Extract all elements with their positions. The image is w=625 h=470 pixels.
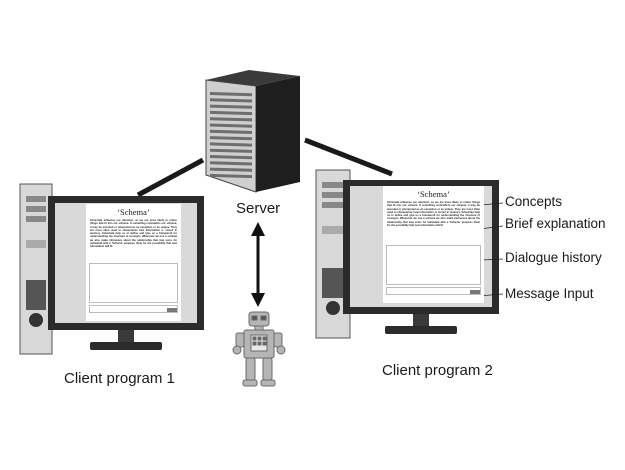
server-label: Server	[236, 200, 281, 217]
server-drive-slot	[210, 123, 252, 128]
callout-concepts: Concepts	[505, 194, 563, 209]
server-drive-slot	[210, 136, 252, 141]
server-drive-slot	[210, 142, 252, 147]
client1-send-button[interactable]	[167, 308, 177, 312]
server-robot-arrow	[251, 222, 265, 307]
server-drive-slot	[210, 173, 252, 179]
server-drive-slot	[210, 129, 252, 134]
client1-label: Client program 1	[64, 370, 175, 387]
server-drive-slot	[210, 104, 252, 109]
server-drive-slot	[210, 148, 252, 153]
server-drive-slot	[210, 110, 252, 116]
server-drive-slot	[210, 161, 252, 166]
client2-dialogue-history	[386, 245, 481, 285]
callout-brief-explanation: Brief explanation	[505, 216, 606, 231]
server-tower-icon	[205, 70, 300, 193]
server-drive-slot	[210, 117, 252, 122]
client1-tower	[19, 183, 53, 355]
callout-message-input: Message Input	[505, 286, 594, 301]
connection-line-client2	[304, 137, 393, 177]
client1-screen-text: Schemata influence our attention, as we …	[90, 219, 177, 249]
server-drive-slot	[210, 155, 252, 160]
client2-screen-document: ‘Schema’ Schemata influence our attentio…	[383, 186, 484, 303]
callout-dialogue-history: Dialogue history	[505, 250, 602, 265]
client2-screen-text: Schemata influence our attention, as we …	[387, 201, 480, 228]
client2-message-input[interactable]	[386, 287, 481, 295]
client1-screen-title: ‘Schema’	[117, 207, 150, 217]
robot-icon	[232, 311, 286, 387]
server-drive-slot	[210, 92, 252, 97]
server-drive-slot	[210, 167, 252, 172]
client1-message-input[interactable]	[89, 305, 178, 313]
client1-screen-document: ‘Schema’ Schemata influence our attentio…	[86, 204, 181, 321]
client2-screen-title: ‘Schema’	[417, 189, 450, 199]
connection-line-client1	[136, 157, 205, 198]
server-drive-slot	[210, 98, 252, 103]
client2-label: Client program 2	[382, 362, 493, 379]
client1-dialogue-history	[89, 263, 178, 303]
client2-send-button[interactable]	[470, 290, 480, 294]
